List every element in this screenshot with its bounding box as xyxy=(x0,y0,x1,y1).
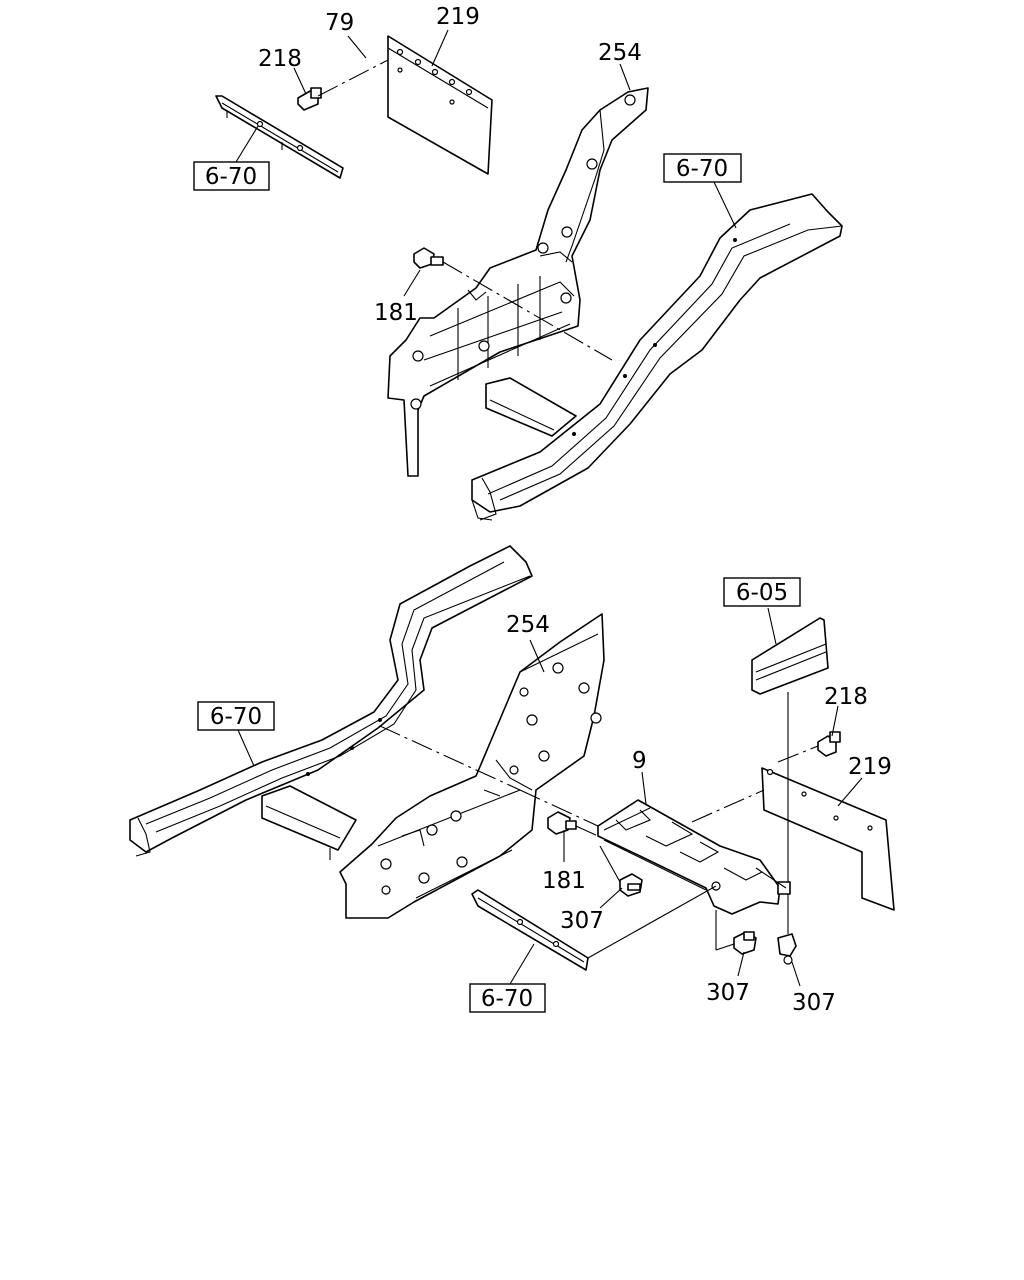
label-218: 218 xyxy=(824,684,868,710)
bottom-leaders xyxy=(237,607,863,987)
bottom-bolt-181 xyxy=(547,811,577,835)
label-307: 307 xyxy=(560,908,604,934)
bottom-clip-307-a xyxy=(619,873,643,897)
bottom-phantom-lines xyxy=(379,692,819,959)
reference-box: 6-70 xyxy=(193,161,270,191)
bottom-bolt-218 xyxy=(817,731,841,757)
label-307: 307 xyxy=(706,980,750,1006)
label-181: 181 xyxy=(542,868,586,894)
bottom-rail-bracket xyxy=(471,889,589,971)
bottom-clip-307-b xyxy=(733,931,757,955)
reference-box: 6-70 xyxy=(469,983,546,1013)
top-leaders xyxy=(235,29,737,297)
top-mud-guard-254 xyxy=(387,87,649,477)
top-frame-rail xyxy=(471,193,843,521)
reference-text: 6-70 xyxy=(481,986,533,1012)
top-mud-flap-219 xyxy=(387,35,493,175)
bottom-frame-rail xyxy=(129,545,533,857)
label-218: 218 xyxy=(258,46,302,72)
label-254: 254 xyxy=(598,40,642,66)
bottom-mud-flap-219 xyxy=(761,767,895,911)
reference-box: 6-70 xyxy=(663,153,742,183)
bottom-step-bracket xyxy=(751,617,829,695)
top-bolt-218 xyxy=(297,87,322,111)
label-79: 79 xyxy=(325,10,354,36)
bottom-step-9 xyxy=(597,799,791,915)
label-181: 181 xyxy=(374,300,418,326)
reference-text: 6-70 xyxy=(210,704,262,730)
reference-text: 6-70 xyxy=(205,164,257,190)
reference-box: 6-05 xyxy=(723,577,801,607)
top-left-rail-bracket xyxy=(215,95,344,179)
bottom-clip-307-c xyxy=(777,933,797,965)
top-bolt-181 xyxy=(413,247,444,269)
bottom-mud-guard-254 xyxy=(339,613,605,919)
label-9: 9 xyxy=(632,748,647,774)
label-219: 219 xyxy=(436,4,480,30)
reference-box: 6-70 xyxy=(197,701,275,731)
reference-text: 6-70 xyxy=(676,156,728,182)
label-254: 254 xyxy=(506,612,550,638)
label-219: 219 xyxy=(848,754,892,780)
bottom-crossmember xyxy=(261,785,357,860)
top-crossmember xyxy=(485,377,577,437)
reference-text: 6-05 xyxy=(736,580,788,606)
label-307: 307 xyxy=(792,990,836,1016)
